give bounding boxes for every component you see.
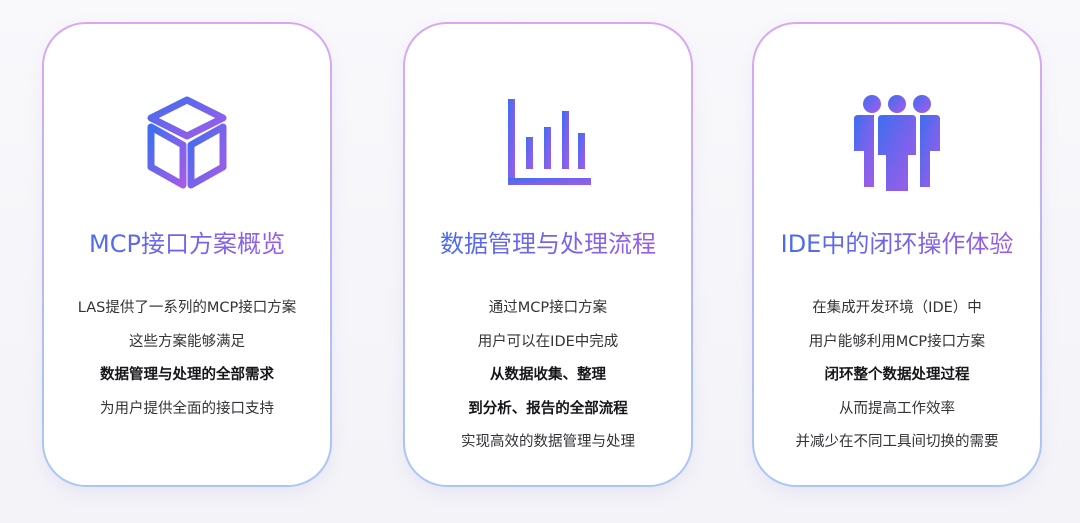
description-line: 在集成开发环境（IDE）中	[812, 300, 982, 316]
card-title: 数据管理与处理流程	[405, 220, 691, 268]
card-title: IDE中的闭环操作体验	[754, 220, 1040, 268]
description-line: LAS提供了一系列的MCP接口方案	[77, 300, 297, 316]
description-line-emphasis: 到分析、报告的全部流程	[468, 400, 628, 417]
cube-icon	[44, 88, 330, 200]
description-line: 通过MCP接口方案	[488, 300, 608, 316]
card-description: LAS提供了一系列的MCP接口方案 这些方案能够满足 数据管理与处理的全部需求 …	[44, 292, 330, 426]
description-line: 用户可以在IDE中完成	[477, 333, 619, 350]
description-line-emphasis: 从数据收集、整理	[490, 367, 606, 383]
card-description: 通过MCP接口方案 用户可以在IDE中完成 从数据收集、整理 到分析、报告的全部…	[405, 292, 691, 460]
card-description: 在集成开发环境（IDE）中 用户能够利用MCP接口方案 闭环整个数据处理过程 从…	[754, 292, 1040, 460]
feature-card-data-workflow: 数据管理与处理流程 通过MCP接口方案 用户可以在IDE中完成 从数据收集、整理…	[403, 22, 693, 487]
description-line: 这些方案能够满足	[129, 333, 245, 350]
description-line-emphasis: 闭环整个数据处理过程	[824, 367, 970, 383]
team-icon	[754, 88, 1040, 200]
feature-card-ide-closed-loop: IDE中的闭环操作体验 在集成开发环境（IDE）中 用户能够利用MCP接口方案 …	[752, 22, 1042, 487]
description-line: 并减少在不同工具间切换的需要	[795, 434, 999, 450]
description-line: 从而提高工作效率	[839, 400, 955, 417]
description-line: 为用户提供全面的接口支持	[100, 400, 274, 417]
feature-card-mcp-overview: MCP接口方案概览 LAS提供了一系列的MCP接口方案 这些方案能够满足 数据管…	[42, 22, 332, 487]
bar-chart-icon	[405, 88, 691, 200]
description-line-emphasis: 数据管理与处理的全部需求	[100, 367, 274, 383]
card-title: MCP接口方案概览	[44, 220, 330, 268]
description-line: 实现高效的数据管理与处理	[461, 434, 635, 450]
description-line: 用户能够利用MCP接口方案	[808, 333, 986, 350]
